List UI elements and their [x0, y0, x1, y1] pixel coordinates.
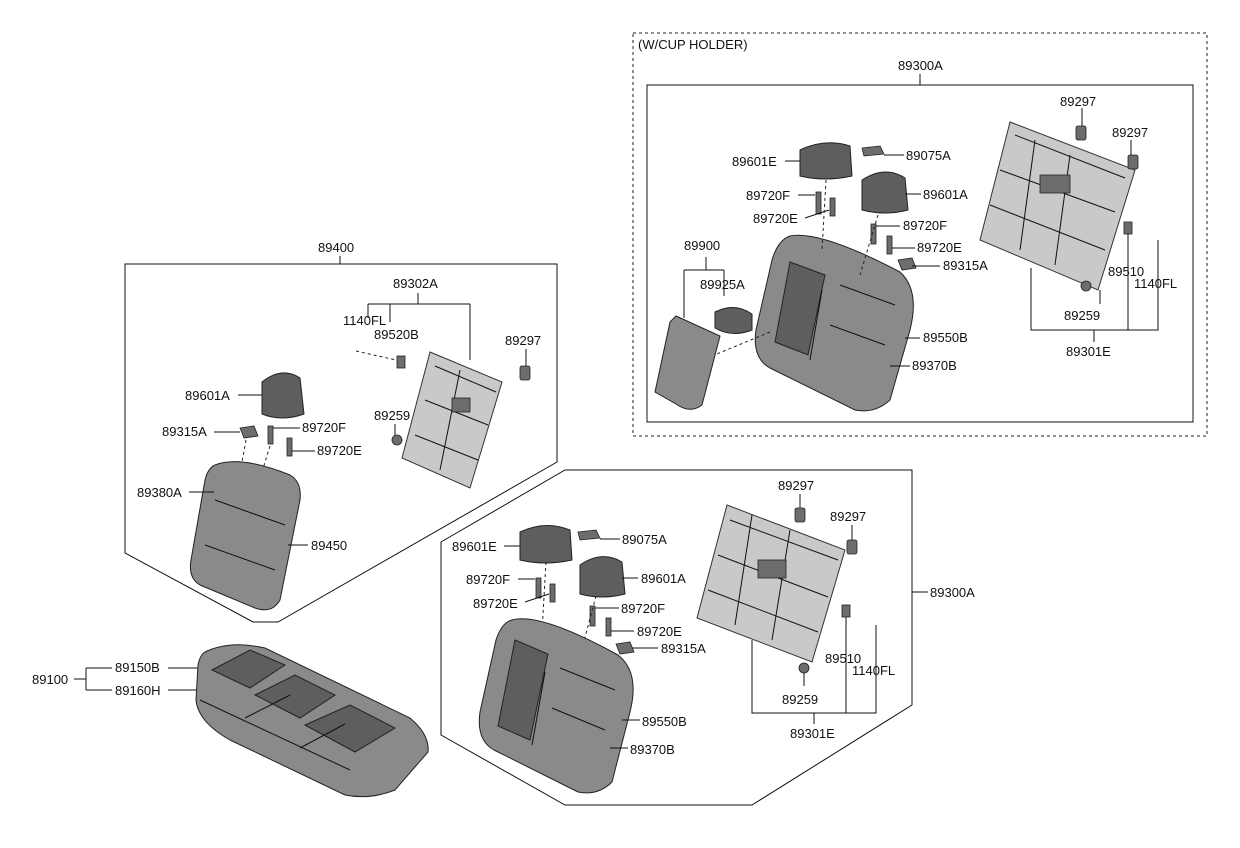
label-89601e-top: 89601E	[732, 154, 777, 169]
cover-89075a-bottom	[577, 529, 601, 541]
seatback-89380a	[189, 461, 301, 611]
label-89720e-bottom-right: 89720E	[637, 624, 682, 639]
headrest-89601a-top	[861, 171, 909, 214]
label-89380a: 89380A	[137, 485, 182, 500]
clip-89297-b-top	[1127, 154, 1139, 170]
label-89259-left: 89259	[374, 408, 410, 423]
assembly-box-89300a-top	[646, 84, 1194, 423]
label-89300a-bottom: 89300A	[930, 585, 975, 600]
label-89400: 89400	[318, 240, 354, 255]
label-89297-a-bottom: 89297	[778, 478, 814, 493]
label-89297-b-top: 89297	[1112, 125, 1148, 140]
headrest-89601a-bottom	[579, 556, 626, 598]
label-89297-a-top: 89297	[1060, 94, 1096, 109]
label-89300a-top: 89300A	[898, 58, 943, 73]
label-89510-bottom: 89510	[825, 651, 861, 666]
label-89259-bottom: 89259	[782, 692, 818, 707]
cap-89259-left	[391, 434, 403, 446]
label-89315a-bottom: 89315A	[661, 641, 706, 656]
guide-89720f-left	[267, 425, 274, 445]
label-89100: 89100	[32, 672, 68, 687]
label-89601a-bottom: 89601A	[641, 571, 686, 586]
label-89601e-bottom: 89601E	[452, 539, 497, 554]
wcup-holder-dashed-box	[632, 32, 1208, 437]
label-89520b: 89520B	[374, 327, 419, 342]
label-89075a-bottom: 89075A	[622, 532, 667, 547]
label-89301e-bottom: 89301E	[790, 726, 835, 741]
label-89160h: 89160H	[115, 683, 161, 698]
label-89297-left: 89297	[505, 333, 541, 348]
bracket-89315a-left	[239, 425, 259, 439]
headrest-89601a-left	[261, 372, 305, 419]
cup-holder-89925a-top	[714, 307, 753, 334]
label-89601a-left: 89601A	[185, 388, 230, 403]
cover-89075a-top	[861, 145, 885, 157]
headrest-89601e-bottom	[519, 525, 573, 564]
clip-89297-left	[519, 365, 531, 381]
bracket-89315a-top	[897, 257, 917, 271]
label-89720f-top-right: 89720F	[903, 218, 947, 233]
cap-89259-top	[1080, 280, 1092, 292]
label-89150b: 89150B	[115, 660, 160, 675]
label-89315a-left: 89315A	[162, 424, 207, 439]
label-89720e-top-left: 89720E	[753, 211, 798, 226]
label-89315a-top: 89315A	[943, 258, 988, 273]
bolt-89510-bottom	[841, 604, 851, 618]
assembly-box-89300a-bottom	[440, 469, 913, 806]
seatback-frame-left	[401, 351, 503, 489]
label-89450: 89450	[311, 538, 347, 553]
seatback-frame-top	[979, 121, 1136, 291]
bolt-89510-top	[1123, 221, 1133, 235]
wcup-holder-caption: (W/CUP HOLDER)	[638, 37, 748, 52]
armrest-89900-top	[654, 315, 721, 410]
label-89370b-bottom: 89370B	[630, 742, 675, 757]
label-89720e-bottom-left: 89720E	[473, 596, 518, 611]
guide-89720f-bottom-left	[535, 577, 542, 599]
guide-89720f-bottom-right	[589, 605, 596, 627]
guides-89720-top-right	[870, 223, 893, 255]
guide-89720e-bottom-left	[549, 583, 556, 603]
label-89720f-bottom-right: 89720F	[621, 601, 665, 616]
label-89720f-bottom-left: 89720F	[466, 572, 510, 587]
clip-89297-a-bottom	[794, 507, 806, 523]
label-89370b-top: 89370B	[912, 358, 957, 373]
label-89925a-top: 89925A	[700, 277, 745, 292]
label-89259-top: 89259	[1064, 308, 1100, 323]
bracket-89315a-bottom	[615, 641, 635, 655]
label-89550b-top: 89550B	[923, 330, 968, 345]
guide-89720e-bottom-right	[605, 617, 612, 637]
label-89720f-left: 89720F	[302, 420, 346, 435]
label-1140fl-bottom: 1140FL	[852, 663, 895, 678]
clip-89297-b-bottom	[846, 539, 858, 555]
label-89720f-top-left: 89720F	[746, 188, 790, 203]
seatback-frame-bottom	[696, 504, 846, 663]
label-89297-b-bottom: 89297	[830, 509, 866, 524]
bolt-89520b	[396, 355, 406, 369]
label-1140fl-top: 1140FL	[1134, 276, 1177, 291]
label-89302a: 89302A	[393, 276, 438, 291]
label-89720e-top-right: 89720E	[917, 240, 962, 255]
label-89720e-left: 89720E	[317, 443, 362, 458]
guides-89720-top-left	[815, 191, 836, 217]
label-89301e-top: 89301E	[1066, 344, 1111, 359]
label-89550b-bottom: 89550B	[642, 714, 687, 729]
clip-89297-a-top	[1075, 125, 1087, 141]
cap-89259-bottom	[798, 662, 810, 674]
label-89510-top: 89510	[1108, 264, 1144, 279]
guide-89720e-left	[286, 437, 293, 457]
label-1140fl-left: 1140FL	[343, 313, 386, 328]
label-89900-top: 89900	[684, 238, 720, 253]
label-89075a-top: 89075A	[906, 148, 951, 163]
headrest-89601e-top	[799, 142, 853, 180]
label-89601a-top: 89601A	[923, 187, 968, 202]
assembly-box-89400	[124, 263, 558, 623]
